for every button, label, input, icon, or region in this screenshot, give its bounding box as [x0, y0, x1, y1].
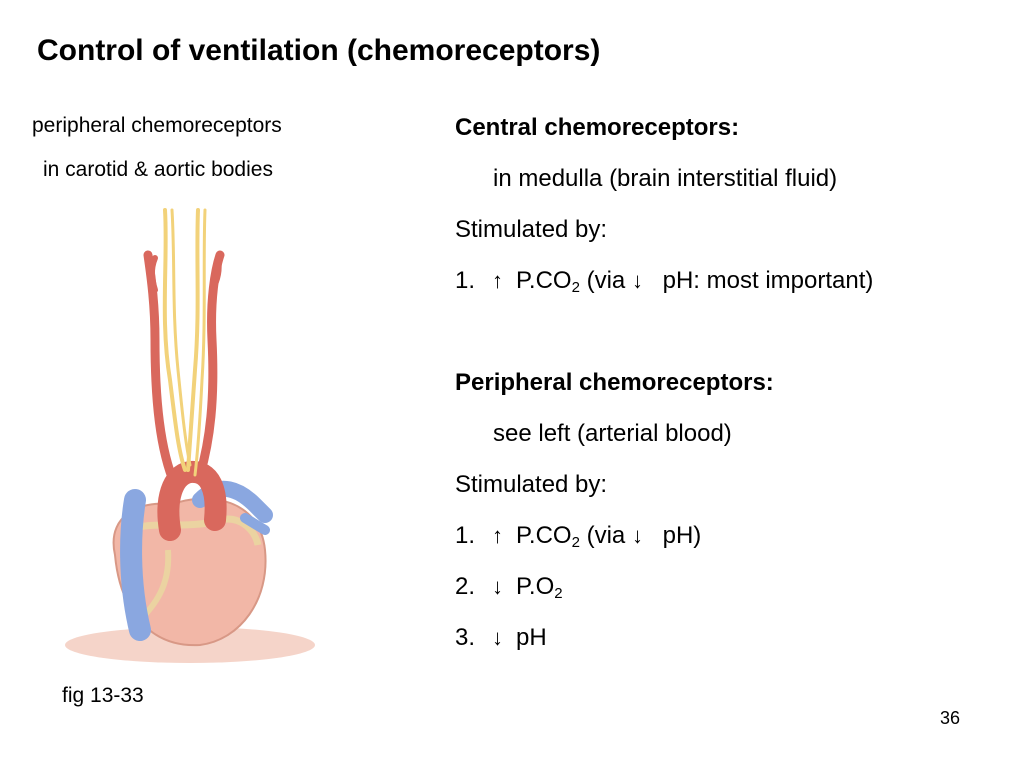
- left-carotid-branch: [149, 255, 158, 293]
- spacer: [455, 314, 995, 365]
- peripheral-stimulated-by: Stimulated by:: [455, 471, 608, 498]
- peripheral-item-3: 3. ↓ pH: [455, 620, 995, 671]
- item-text: P.O: [516, 573, 555, 600]
- subscript: 2: [571, 534, 580, 551]
- down-arrow-icon: ↓: [631, 523, 643, 548]
- item-text: pH): [655, 522, 702, 549]
- central-item-1: 1. ↑ P.CO2 (via ↓ pH: most important): [455, 263, 995, 314]
- peripheral-location: see left (arterial blood): [493, 420, 732, 447]
- item-text: (via: [579, 267, 632, 294]
- peripheral-item-1: 1. ↑ P.CO2 (via ↓ pH): [455, 518, 995, 569]
- subscript: 2: [571, 279, 580, 296]
- nerve-2: [170, 208, 192, 467]
- item-text: (via: [579, 522, 632, 549]
- down-arrow-icon: ↓: [492, 625, 503, 650]
- down-arrow-icon: ↓: [631, 268, 643, 293]
- item-text: pH: most important): [655, 267, 874, 294]
- item-text: P.CO: [516, 267, 572, 294]
- item-text: P.CO: [516, 522, 572, 549]
- item-text: pH: [516, 624, 547, 651]
- list-number: 1.: [455, 522, 476, 549]
- figure-label: fig 13-33: [62, 684, 144, 707]
- up-arrow-icon: ↑: [492, 523, 503, 548]
- figure-caption-line2: in carotid & aortic bodies: [43, 158, 273, 181]
- peripheral-heading: Peripheral chemoreceptors:: [455, 369, 774, 396]
- heart-chemoreceptor-illustration: [65, 208, 315, 663]
- down-arrow-icon: ↓: [492, 574, 503, 599]
- peripheral-item-2: 2. ↓ P.O2: [455, 569, 995, 620]
- nerve-3: [186, 208, 200, 472]
- slide-number: 36: [940, 708, 961, 728]
- central-location: in medulla (brain interstitial fluid): [493, 165, 838, 192]
- aorta: [157, 460, 227, 541]
- vena-cava: [120, 489, 151, 641]
- subscript: 2: [554, 585, 563, 602]
- right-carotid-branch: [209, 255, 222, 293]
- content-column: Central chemoreceptors: in medulla (brai…: [455, 110, 995, 671]
- list-number: 2.: [455, 573, 476, 600]
- central-heading: Central chemoreceptors:: [455, 114, 740, 141]
- slide-title: Control of ventilation (chemoreceptors): [37, 34, 601, 67]
- nerve-4: [193, 208, 207, 477]
- nerve-1: [162, 208, 187, 472]
- central-stimulated-by: Stimulated by:: [455, 216, 608, 243]
- figure-caption-line1: peripheral chemoreceptors: [32, 114, 282, 137]
- pulmonary-vessel-2: [240, 513, 270, 535]
- list-number: 3.: [455, 624, 476, 651]
- up-arrow-icon: ↑: [492, 268, 503, 293]
- list-number: 1.: [455, 267, 476, 294]
